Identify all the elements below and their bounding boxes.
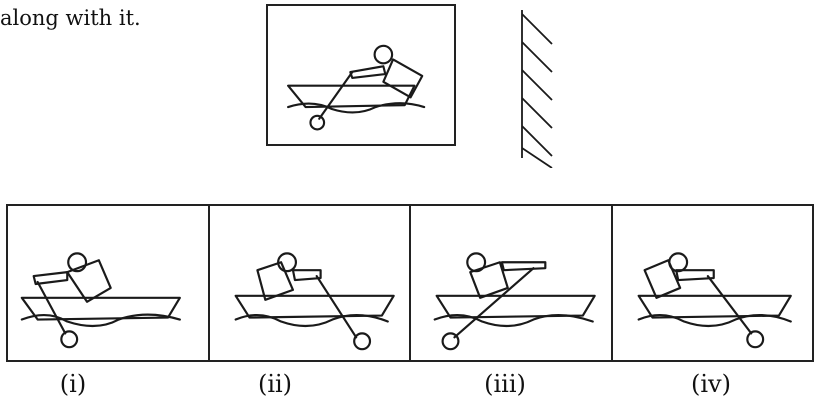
mirror-line <box>521 10 553 168</box>
oar <box>318 71 354 120</box>
option-iv-figure[interactable] <box>613 206 813 360</box>
option-i-figure[interactable] <box>8 206 210 360</box>
option-iii-figure[interactable] <box>411 206 613 360</box>
option-label-i: (i) <box>59 370 87 398</box>
person-body <box>382 58 424 99</box>
option-label-ii: (ii) <box>257 370 293 398</box>
question-boat-figure <box>287 44 426 131</box>
boat-hull <box>287 84 416 109</box>
arm-bar <box>349 65 387 79</box>
person-head <box>373 44 394 65</box>
option-label-iii: (iii) <box>484 370 526 398</box>
oar-blade <box>309 114 326 131</box>
question-figure <box>266 4 456 146</box>
instruction-text: along with it. <box>0 6 141 30</box>
option-ii-figure[interactable] <box>210 206 411 360</box>
option-label-iv: (iv) <box>691 370 731 398</box>
answer-options <box>6 204 814 362</box>
waves <box>287 102 426 114</box>
